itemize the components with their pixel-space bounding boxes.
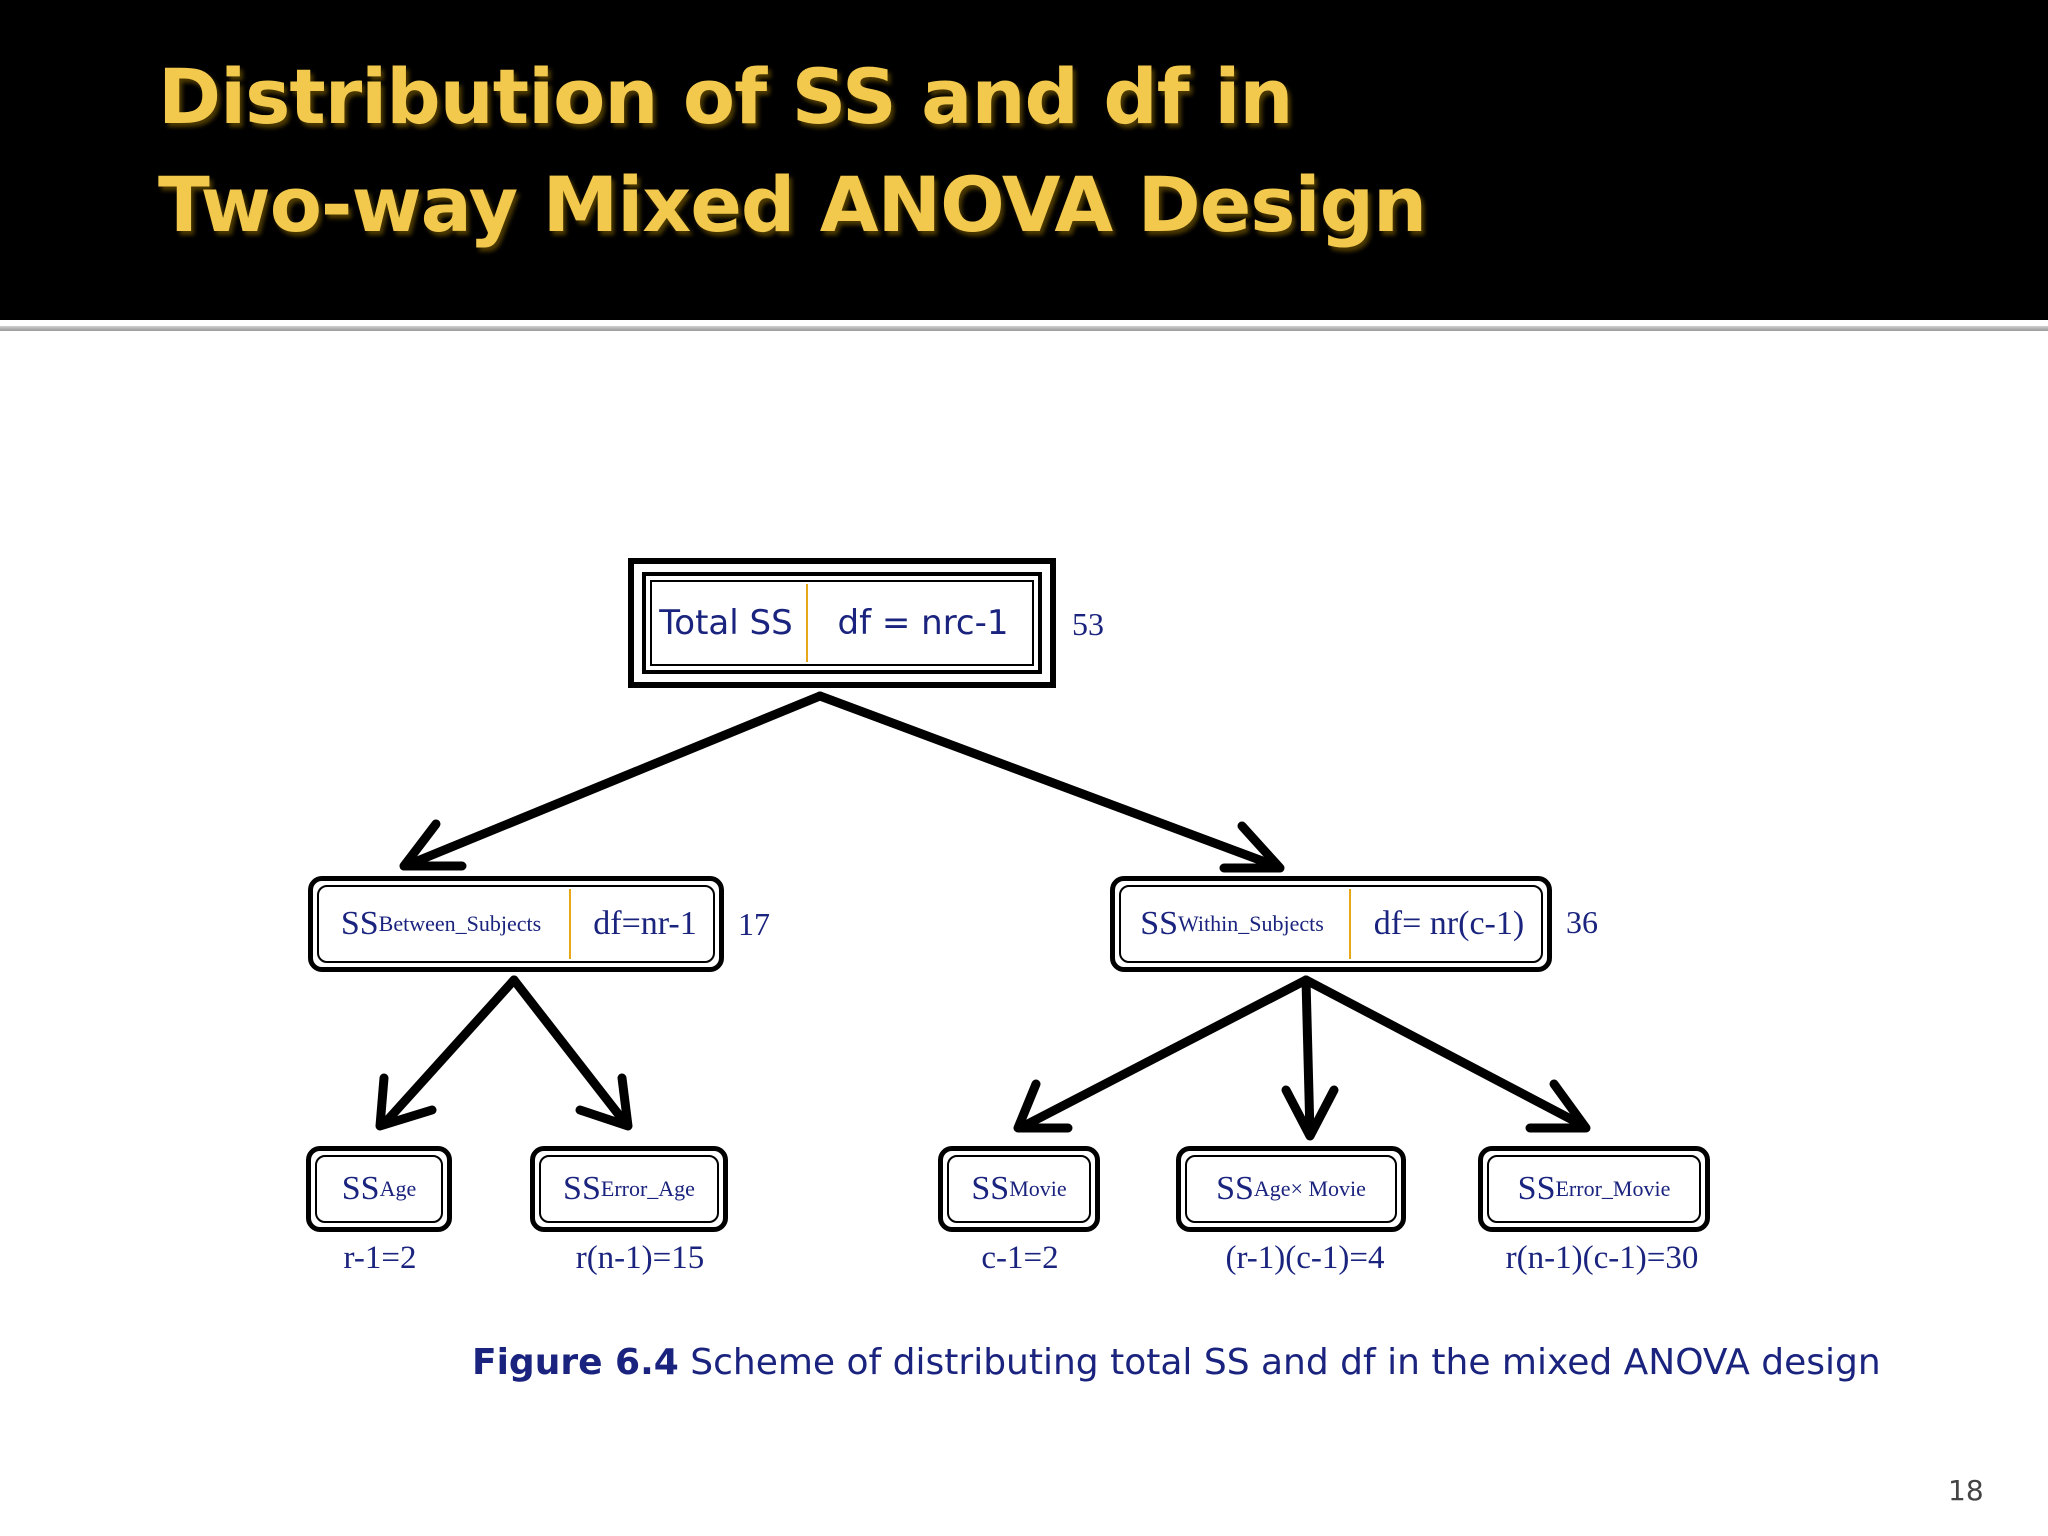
within-df-label: df= nr(c-1): [1373, 905, 1525, 942]
arrowhead-age: [375, 1073, 437, 1131]
arrow-within-to-age-movie: [1301, 975, 1315, 1139]
leaf-error-age-subscript: Error_Age: [600, 1176, 695, 1201]
leaf-age-movie-ss: SS: [1216, 1170, 1254, 1207]
page-number: 18: [1948, 1474, 1984, 1507]
between-ss-text: SS: [340, 905, 379, 942]
between-df-label: df=nr-1: [593, 905, 697, 942]
arrow-total-to-between: [405, 691, 825, 869]
arrowhead-between: [399, 819, 467, 871]
title-divider: [0, 326, 2048, 331]
leaf-error-age-df: r(n-1)=15: [575, 1240, 705, 1276]
leaf-age-movie-subscript: Age× Movie: [1253, 1176, 1366, 1201]
total-ss-divider: [806, 584, 808, 662]
leaf-age-movie-df: (r-1)(c-1)=4: [1225, 1240, 1385, 1276]
arrowhead-movie: [1013, 1079, 1073, 1133]
leaf-movie-df: c-1=2: [981, 1240, 1059, 1276]
leaf-age-df: r-1=2: [343, 1240, 417, 1276]
within-ss-subscript: Within_Subjects: [1178, 911, 1324, 936]
arrow-between-to-age: [379, 975, 519, 1129]
leaf-error-movie-df: r(n-1)(c-1)=30: [1505, 1240, 1699, 1276]
arrowhead-within: [1219, 821, 1285, 873]
within-divider: [1349, 889, 1351, 959]
arrow-within-to-movie: [1015, 975, 1311, 1133]
between-divider: [569, 889, 571, 959]
leaf-age-subscript: Age: [379, 1176, 417, 1201]
total-df-value: 53: [1072, 606, 1104, 642]
arrow-between-to-error-age: [509, 975, 631, 1129]
leaf-error-movie-subscript: Error_Movie: [1555, 1176, 1671, 1201]
arrowhead-error-age: [575, 1073, 633, 1131]
between-df-value: 17: [738, 906, 770, 942]
total-ss-label: Total SS: [659, 603, 793, 643]
figure-caption-text: Scheme of distributing total SS and df i…: [678, 1342, 1881, 1383]
arrow-total-to-within: [815, 691, 1281, 871]
title-bar: Distribution of SS and df in Two-way Mix…: [0, 0, 2048, 320]
within-df-value: 36: [1566, 904, 1598, 940]
figure-label: Figure 6.4: [472, 1342, 679, 1383]
between-ss-subscript: Between_Subjects: [378, 911, 542, 936]
slide-title-line-1: Distribution of SS and df in: [158, 52, 1293, 141]
within-ss-text: SS: [1140, 905, 1179, 942]
leaf-movie-ss: SS: [971, 1170, 1010, 1207]
arrow-within-to-error-movie: [1301, 975, 1589, 1131]
leaf-age-ss: SS: [341, 1170, 380, 1207]
leaf-error-age-ss: SS: [563, 1170, 601, 1207]
leaf-movie-subscript: Movie: [1009, 1176, 1067, 1201]
leaf-error-movie-ss: SS: [1517, 1170, 1556, 1207]
slide-title-line-2: Two-way Mixed ANOVA Design: [158, 160, 1427, 249]
arrowhead-error-movie: [1525, 1079, 1591, 1133]
total-ss-frame: Total SS df = nrc-1: [642, 572, 1042, 674]
figure-caption: Figure 6.4 Scheme of distributing total …: [472, 1342, 1881, 1383]
total-df-label: df = nrc-1: [837, 603, 1009, 643]
total-ss-box: Total SS df = nrc-1: [628, 558, 1056, 688]
arrowhead-age-movie: [1281, 1085, 1339, 1141]
